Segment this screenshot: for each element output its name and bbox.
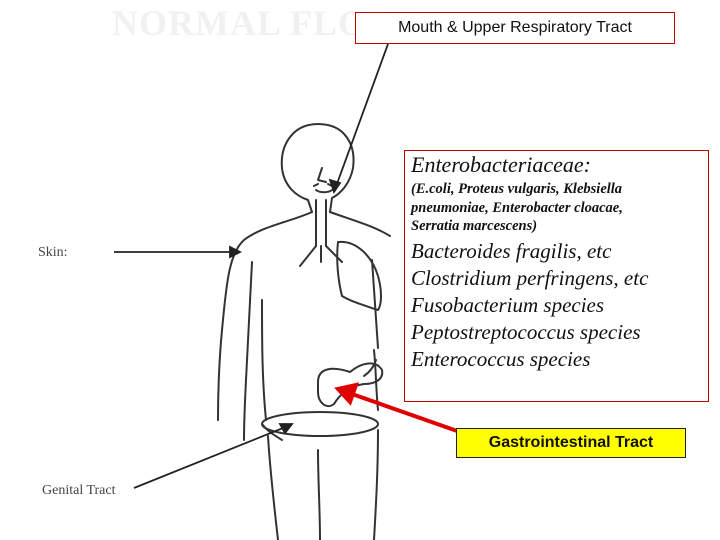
list-item: Fusobacterium species <box>411 292 605 317</box>
mouth-pointer-head <box>328 178 342 195</box>
enterobacteriaceae-title: Enterobacteriaceae: <box>411 152 591 177</box>
trachea <box>315 199 327 247</box>
right-arm-inner <box>371 259 379 349</box>
gi-arrow-line <box>351 392 461 434</box>
stomach <box>317 362 384 408</box>
species-line: pneumoniae, Enterobacter cloacae, <box>411 199 623 216</box>
gi-arrow-head <box>334 382 360 406</box>
species-line: (E.coli, Proteus vulgaris, Klebsiella <box>411 181 623 197</box>
skin-pointer-head <box>229 245 243 259</box>
gi-flora-panel: Enterobacteriaceae: (E.coli, Proteus vul… <box>404 150 709 402</box>
mouth-respiratory-label: Mouth & Upper Respiratory Tract <box>355 12 675 44</box>
nostril-marks <box>313 183 333 187</box>
nose <box>317 167 327 183</box>
right-shoulder <box>329 211 391 237</box>
head-outline-right <box>317 123 355 213</box>
right-leg <box>373 429 379 540</box>
left-torso <box>261 299 267 421</box>
mouth-pointer-line <box>333 43 389 193</box>
list-item: Bacteroides fragilis, etc <box>411 238 612 263</box>
left-leg <box>267 435 279 540</box>
skin-label: Skin: <box>38 245 68 260</box>
esophagus <box>363 359 377 377</box>
gi-flora-list: Bacteroides fragilis, etc Clostridium pe… <box>411 238 708 373</box>
enterobacteriaceae-species: (E.coli, Proteus vulgaris, Klebsiella pn… <box>411 180 708 236</box>
head-outline <box>280 123 319 213</box>
mouth-line <box>315 189 333 194</box>
list-item: Peptostreptococcus species <box>411 319 641 344</box>
list-item: Enterococcus species <box>411 346 591 371</box>
lung <box>336 240 382 311</box>
genital-pointer-line <box>133 425 289 489</box>
bronchi <box>299 245 343 267</box>
genital-tract-label: Genital Tract <box>42 483 116 498</box>
left-shoulder <box>217 211 313 421</box>
inner-leg <box>317 449 321 540</box>
genital-pointer-head <box>278 423 294 435</box>
gastrointestinal-tract-label: Gastrointestinal Tract <box>456 428 686 458</box>
pelvis-left <box>261 423 283 441</box>
list-item: Clostridium perfringens, etc <box>411 265 649 290</box>
left-arm-inner <box>243 261 253 441</box>
species-line: Serratia marcescens) <box>411 218 538 234</box>
